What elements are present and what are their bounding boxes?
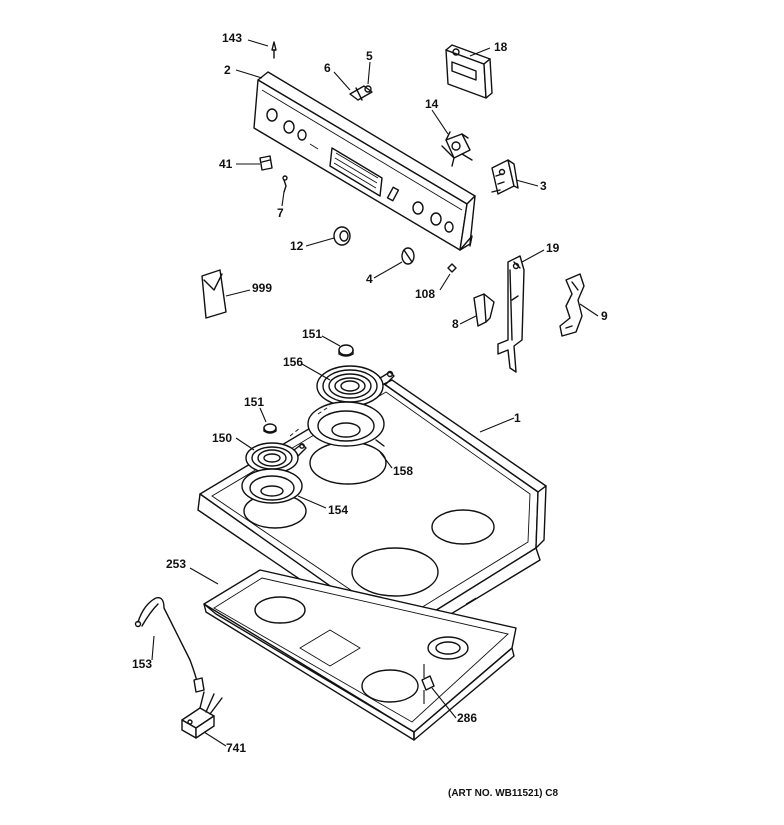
part-18-clock-timer bbox=[445, 44, 493, 99]
part-154-small-drip-pan bbox=[241, 468, 303, 504]
label-741: 741 bbox=[226, 741, 246, 755]
label-2: 2 bbox=[224, 63, 231, 77]
part-253-burner-box bbox=[203, 569, 517, 741]
part-143-screw bbox=[271, 41, 277, 59]
label-150: 150 bbox=[212, 431, 232, 445]
label-12: 12 bbox=[290, 239, 304, 253]
part-158-large-drip-pan bbox=[307, 401, 385, 447]
part-14-switch bbox=[441, 131, 473, 167]
label-18: 18 bbox=[494, 40, 508, 54]
label-999: 999 bbox=[252, 281, 272, 295]
label-154: 154 bbox=[328, 503, 348, 517]
label-156: 156 bbox=[283, 355, 303, 369]
label-1: 1 bbox=[514, 411, 521, 425]
part-41-clip bbox=[259, 155, 273, 171]
label-286: 286 bbox=[457, 711, 477, 725]
label-108: 108 bbox=[415, 287, 435, 301]
part-150-small-surface-element bbox=[245, 442, 307, 474]
label-4: 4 bbox=[366, 272, 373, 286]
part-5-6-bracket bbox=[349, 85, 373, 101]
part-999-literature bbox=[201, 269, 227, 319]
part-4-knob bbox=[401, 247, 415, 265]
label-5: 5 bbox=[366, 49, 373, 63]
label-9: 9 bbox=[601, 309, 608, 323]
part-151-trim-ring-top bbox=[338, 344, 354, 357]
part-number-labels: 143 2 6 5 18 14 3 41 7 12 4 108 19 999 8… bbox=[132, 31, 608, 755]
label-19: 19 bbox=[546, 241, 560, 255]
label-41: 41 bbox=[219, 157, 233, 171]
label-3: 3 bbox=[540, 179, 547, 193]
label-8: 8 bbox=[452, 317, 459, 331]
label-153: 153 bbox=[132, 657, 152, 671]
part-8-clip bbox=[473, 293, 495, 327]
part-19-bracket bbox=[497, 255, 525, 373]
label-253: 253 bbox=[166, 557, 186, 571]
label-6: 6 bbox=[324, 61, 331, 75]
part-12-knob bbox=[333, 226, 351, 246]
part-108-screw bbox=[447, 263, 457, 273]
label-14: 14 bbox=[425, 97, 439, 111]
label-158: 158 bbox=[393, 464, 413, 478]
part-151-trim-ring-lower bbox=[263, 423, 277, 434]
label-7: 7 bbox=[277, 206, 284, 220]
part-7-screw bbox=[282, 175, 288, 193]
label-151-top: 151 bbox=[302, 327, 322, 341]
label-143: 143 bbox=[222, 31, 242, 45]
leader-lines bbox=[151, 39, 599, 747]
part-741-terminal-block bbox=[181, 691, 223, 739]
part-3-infinite-switch bbox=[491, 159, 519, 195]
art-number-footer: (ART NO. WB11521) C8 bbox=[448, 788, 558, 799]
part-9-bracket bbox=[559, 273, 585, 337]
label-151-lower: 151 bbox=[244, 395, 264, 409]
part-153-wire-harness bbox=[134, 597, 205, 693]
control-panel-backsplash bbox=[253, 71, 476, 251]
